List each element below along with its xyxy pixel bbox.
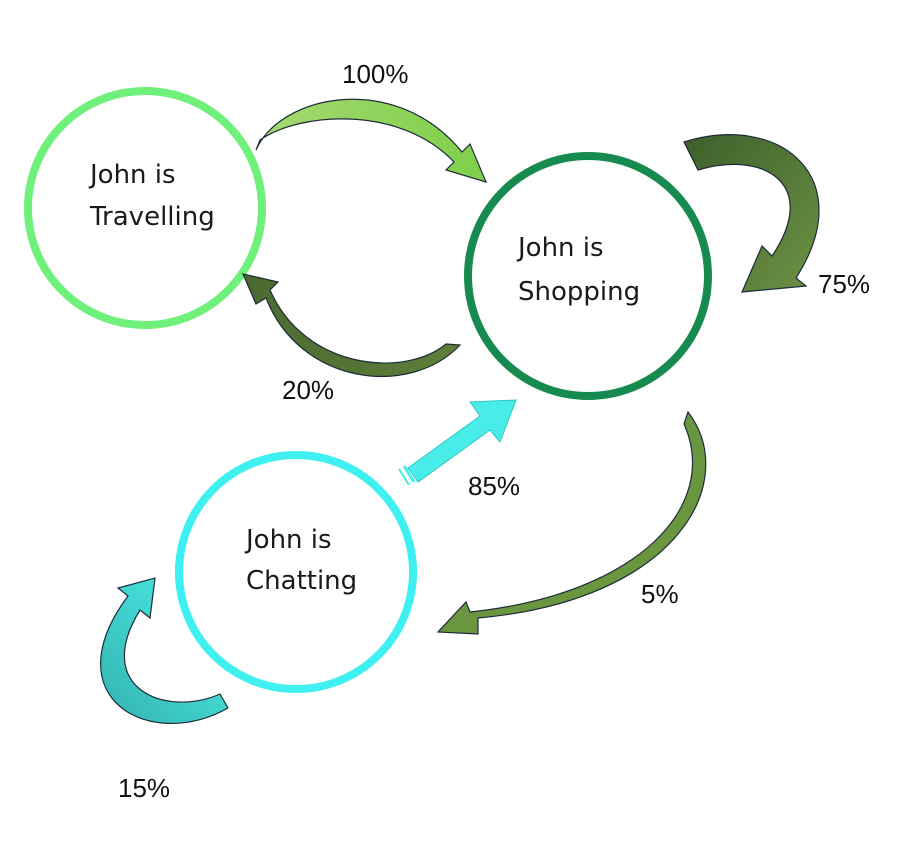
arrow-travelling-to-shopping	[255, 98, 488, 183]
state-shopping: John is Shopping	[464, 152, 712, 400]
label-chatting-to-shopping: 85%	[468, 471, 520, 501]
arrow-chatting-to-shopping	[398, 399, 517, 486]
arrow-shopping-self-loop	[683, 134, 820, 293]
arrow-chatting-self-loop	[100, 577, 229, 724]
state-chatting: John is Chatting	[175, 451, 417, 693]
chatting-label-line1: John is	[244, 525, 332, 555]
label-shopping-self-loop: 75%	[818, 269, 870, 299]
travelling-label-line1: John is	[88, 160, 176, 190]
label-shopping-to-chatting: 5%	[641, 579, 679, 609]
shopping-label-line1: John is	[516, 233, 604, 263]
travelling-label-line2: Travelling	[89, 202, 215, 232]
label-travelling-to-shopping: 100%	[342, 59, 409, 89]
travelling-circle	[24, 87, 266, 329]
arrow-shopping-to-travelling	[241, 273, 462, 377]
shopping-label-line2: Shopping	[518, 277, 640, 307]
state-travelling: John is Travelling	[24, 87, 266, 329]
chatting-label-line2: Chatting	[246, 566, 357, 596]
label-shopping-to-travelling: 20%	[282, 375, 334, 405]
chatting-circle	[175, 451, 417, 693]
shopping-circle	[464, 152, 712, 400]
label-chatting-self-loop: 15%	[118, 773, 170, 803]
arrow-shopping-to-chatting	[436, 410, 707, 635]
